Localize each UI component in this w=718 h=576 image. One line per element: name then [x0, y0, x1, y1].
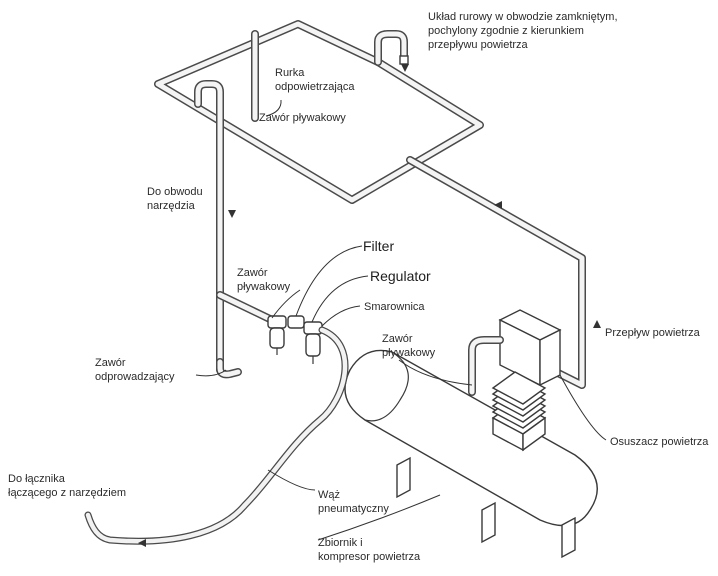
overhead-loop: [154, 20, 484, 204]
label-regulator: Regulator: [370, 268, 431, 284]
top-right-riser: [374, 30, 409, 66]
arrow-up-icon: [593, 320, 601, 328]
label-tank-compressor: Zbiornik i kompresor powietrza: [318, 537, 421, 563]
supply-line: [406, 156, 586, 389]
frl-unit: [267, 315, 323, 364]
arrow-down-icon: [228, 210, 236, 218]
arrow-left-icon: [138, 539, 146, 547]
arrow-down-icon: [401, 64, 409, 72]
label-air-flow: Przepływ powietrza: [605, 327, 700, 339]
label-lubricator: Smarownica: [364, 301, 425, 313]
label-bleed-tube: Rurka odpowietrzająca: [275, 67, 355, 93]
label-drain-valve: Zawór odprowadzający: [95, 357, 175, 383]
pneumatic-hose: [84, 326, 349, 545]
label-to-tool-coupler: Do łącznika łączącego z narzędziem: [8, 473, 127, 499]
label-float-valve-right: Zawór pływakowy: [382, 333, 436, 359]
compressor-head: [491, 371, 547, 452]
label-float-valve-left: Zawór pływakowy: [237, 267, 291, 293]
air-tank: [344, 349, 598, 559]
leader-lines: [195, 99, 607, 541]
frl-branch: [216, 291, 276, 324]
air-dryer: [498, 309, 562, 387]
dryer-to-tank-pipe: [468, 336, 504, 396]
drop-to-tool-circuit: [194, 80, 242, 379]
label-filter: Filter: [363, 238, 395, 254]
label-to-tool-circuit: Do obwodu narzędzia: [147, 186, 203, 212]
flow-arrows: [138, 64, 601, 547]
label-hose: Wąż pneumatyczny: [318, 489, 389, 515]
label-float-valve-top: Zawór pływakowy: [259, 112, 346, 124]
label-dryer: Osuszacz powietrza: [610, 436, 709, 448]
label-closed-loop: Układ rurowy w obwodzie zamkniętym, poch…: [428, 11, 618, 51]
arrow-left-icon: [494, 201, 502, 209]
